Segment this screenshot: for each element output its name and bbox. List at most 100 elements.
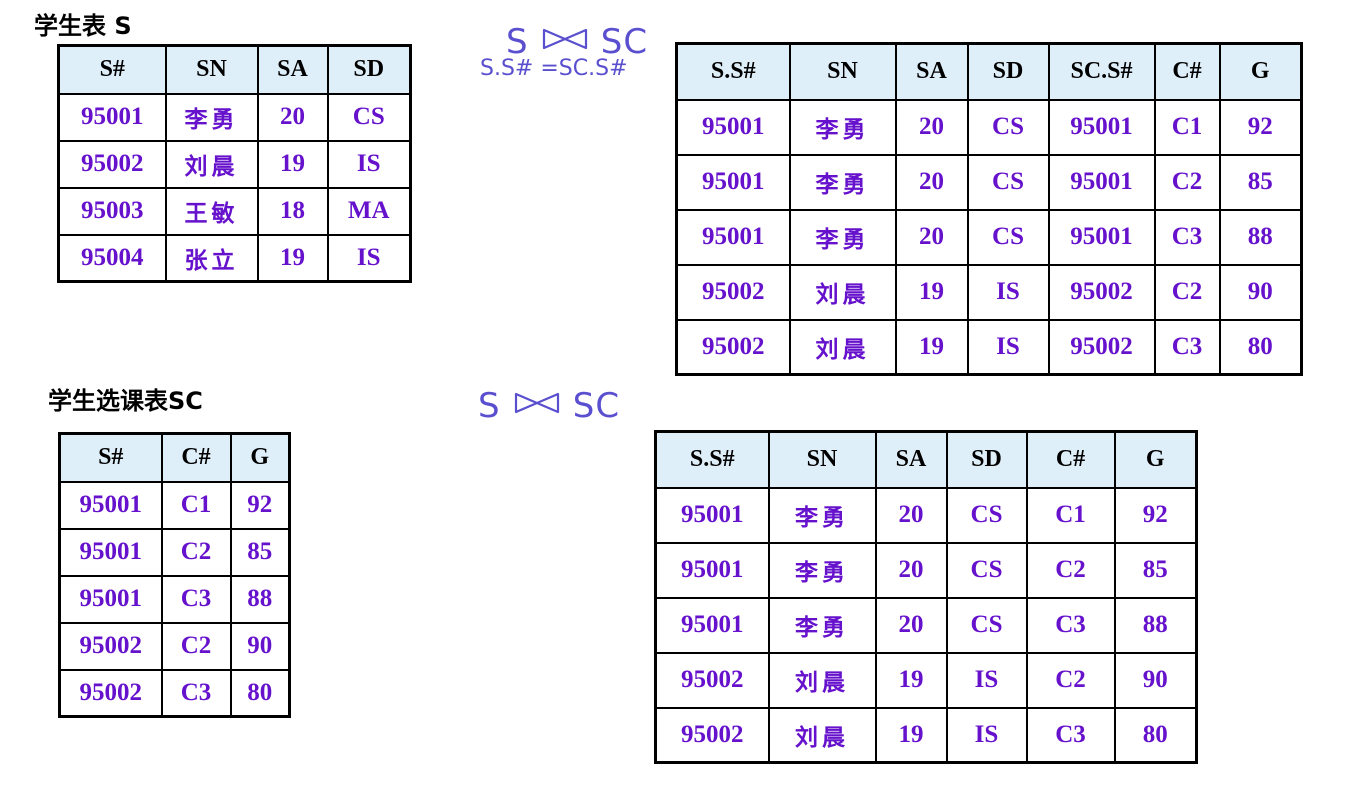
column-header: G — [1113, 430, 1198, 489]
table-cell: 80 — [1113, 706, 1198, 764]
table-cell: 刘晨 — [767, 706, 877, 764]
table-cell: 95002 — [58, 621, 163, 671]
table-cell: 92 — [229, 480, 291, 530]
table-cell: 95001 — [57, 92, 167, 142]
column-header: SA — [256, 44, 329, 95]
table-cell: 95002 — [675, 318, 791, 376]
table-cell: 95002 — [1047, 263, 1156, 321]
table-cell: 95001 — [1047, 208, 1156, 266]
table-cell: 95002 — [675, 263, 791, 321]
table-cell: 95002 — [654, 651, 770, 709]
table-cell: 95001 — [654, 541, 770, 599]
table-cell: 95001 — [675, 98, 791, 156]
table-cell: 80 — [229, 668, 291, 718]
table-cell: C2 — [1153, 153, 1221, 211]
table-cell: C2 — [1153, 263, 1221, 321]
table-cell: C3 — [1025, 706, 1116, 764]
table-cell: 88 — [229, 574, 291, 624]
table-cell: 19 — [894, 263, 969, 321]
column-header: SA — [874, 430, 948, 489]
table-cell: 80 — [1218, 318, 1303, 376]
table-cell: 85 — [1113, 541, 1198, 599]
bowtie-join-icon — [542, 28, 587, 50]
column-header: C# — [1153, 42, 1221, 101]
table-cell: 95001 — [1047, 153, 1156, 211]
table-cell: 88 — [1218, 208, 1303, 266]
table-cell: 18 — [256, 186, 329, 236]
table-cell: 19 — [256, 233, 329, 283]
table-cell: 刘晨 — [164, 139, 259, 189]
table-cell: 19 — [256, 139, 329, 189]
table-cell: 95002 — [654, 706, 770, 764]
table-cell: IS — [326, 139, 412, 189]
table-cell: 李勇 — [788, 208, 897, 266]
table-cell: C3 — [160, 574, 232, 624]
join-right-relation: SC — [600, 22, 649, 62]
table-cell: 李勇 — [767, 541, 877, 599]
theta-join-expression: S SC S.S# =SC.S# — [480, 22, 649, 81]
table-cell: 95002 — [1047, 318, 1156, 376]
table-cell: 95001 — [654, 486, 770, 544]
table-cell: 20 — [894, 153, 969, 211]
column-header: C# — [1025, 430, 1116, 489]
table-cell: CS — [945, 486, 1028, 544]
column-header: SD — [326, 44, 412, 95]
table-cell: 王敏 — [164, 186, 259, 236]
table-cell: CS — [326, 92, 412, 142]
table-cell: IS — [966, 263, 1050, 321]
table-cell: IS — [326, 233, 412, 283]
table-cell: 20 — [874, 486, 948, 544]
table-cell: 95001 — [58, 527, 163, 577]
column-header: C# — [160, 432, 232, 483]
table-cell: IS — [945, 651, 1028, 709]
table-cell: 19 — [874, 651, 948, 709]
table-cell: 20 — [874, 596, 948, 654]
table-cell: 95001 — [675, 208, 791, 266]
table-cell: IS — [945, 706, 1028, 764]
column-header: SN — [767, 430, 877, 489]
column-header: SN — [164, 44, 259, 95]
table-cell: C3 — [1153, 318, 1221, 376]
table-cell: 92 — [1218, 98, 1303, 156]
table-cell: 95001 — [654, 596, 770, 654]
table-cell: IS — [966, 318, 1050, 376]
column-header: SN — [788, 42, 897, 101]
table-cell: C2 — [1025, 651, 1116, 709]
table-cell: 张立 — [164, 233, 259, 283]
table-cell: 95003 — [57, 186, 167, 236]
table-cell: MA — [326, 186, 412, 236]
table-cell: C3 — [160, 668, 232, 718]
column-header: S# — [57, 44, 167, 95]
column-header: SA — [894, 42, 969, 101]
table-cell: C1 — [160, 480, 232, 530]
column-header: S.S# — [654, 430, 770, 489]
table-s-caption: 学生表 S — [34, 12, 132, 40]
table-cell: 刘晨 — [767, 651, 877, 709]
column-header: SD — [945, 430, 1028, 489]
table-cell: 92 — [1113, 486, 1198, 544]
table-cell: CS — [966, 208, 1050, 266]
table-cell: 20 — [256, 92, 329, 142]
join-condition: S.S# =SC.S# — [480, 56, 628, 81]
table-cell: C2 — [1025, 541, 1116, 599]
table-cell: 李勇 — [788, 153, 897, 211]
natural-join-expression: S SC — [478, 386, 620, 426]
